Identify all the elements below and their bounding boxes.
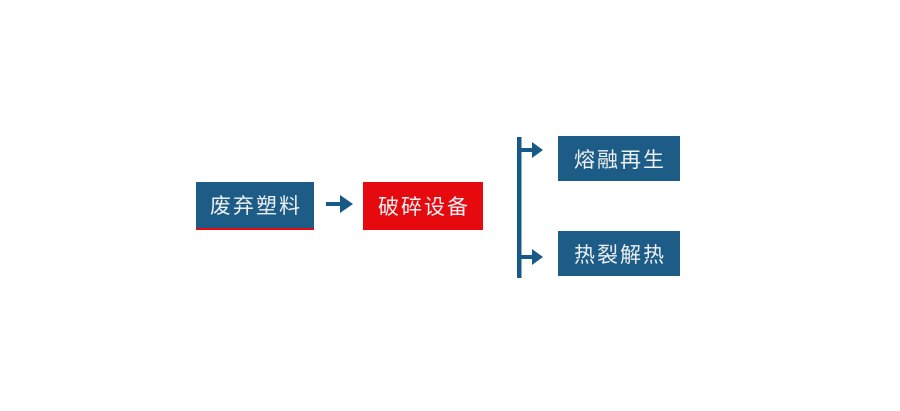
node-melt-regeneration-label: 熔融再生 xyxy=(574,147,666,172)
node-waste-plastic: 废弃塑料 xyxy=(196,182,314,230)
branch-line xyxy=(517,137,522,278)
node-pyrolysis-heat: 热裂解热 xyxy=(558,231,680,276)
arrow-right-icon xyxy=(326,195,353,213)
branch-arrow-top-icon xyxy=(520,142,543,158)
branch-arrow-bottom-icon xyxy=(520,249,543,265)
node-crushing-equipment: 破碎设备 xyxy=(363,182,483,230)
node-waste-plastic-label: 废弃塑料 xyxy=(210,194,302,218)
node-pyrolysis-heat-label: 热裂解热 xyxy=(574,242,666,267)
arrow-head xyxy=(340,195,353,213)
node-melt-regeneration: 熔融再生 xyxy=(558,136,680,181)
node-crushing-equipment-label: 破碎设备 xyxy=(378,195,470,219)
branch-connector xyxy=(517,137,543,278)
